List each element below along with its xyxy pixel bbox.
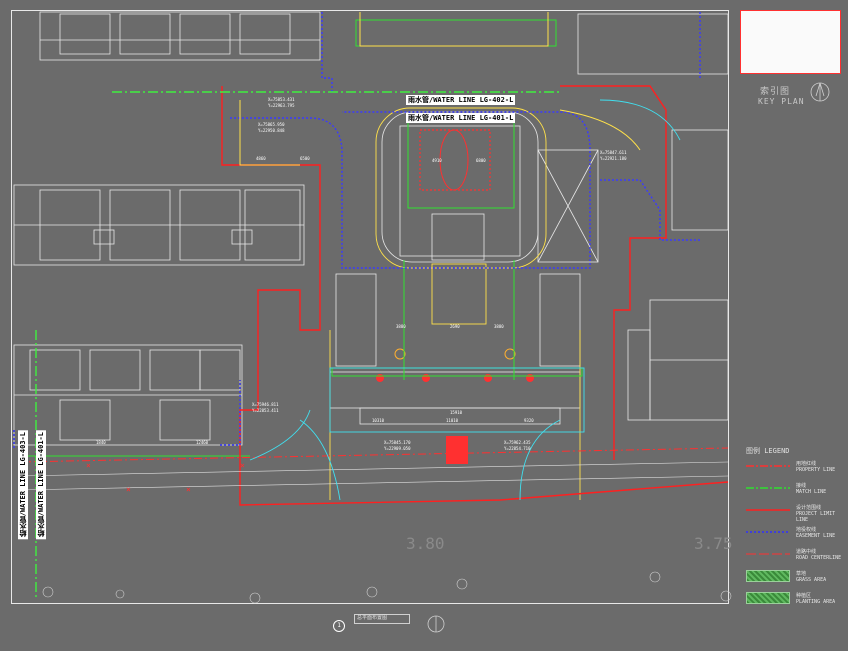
- elevation-watermark-2: 3.75: [694, 534, 733, 553]
- dimension-label: 12460: [196, 440, 209, 445]
- residential-blocks-bottom: [13, 344, 243, 446]
- dimension-label: 4860: [256, 156, 266, 161]
- residential-blocks-right: [577, 13, 729, 421]
- dimension-label: 2690: [450, 324, 460, 329]
- coordinate-label: X=75946.811: [252, 402, 279, 407]
- coordinate-label: Y=22909.050: [384, 446, 411, 451]
- residential-blocks-middle: [13, 184, 305, 266]
- road-curves: [249, 99, 681, 501]
- dimension-label: 1840: [96, 440, 106, 445]
- water-line-label-vertical-403: 給水管/WATER LINE LG-403-L: [18, 430, 28, 540]
- property-line: [221, 86, 729, 506]
- dimension-label: 6500: [300, 156, 310, 161]
- drawing-title: 总平面布置图: [357, 615, 388, 621]
- project-limit-line-right: [560, 85, 667, 460]
- legend-title: 图例 LEGEND: [746, 447, 790, 455]
- elevation-watermark-1: 3.80: [406, 534, 445, 553]
- coordinate-label: Y=22854.710: [504, 446, 531, 451]
- north-arrow-icon: [427, 82, 830, 633]
- water-line-label-402: 雨水管/WATER LINE LG-402-L: [406, 95, 516, 105]
- svg-text:×: ×: [186, 485, 191, 494]
- svg-text:×: ×: [240, 461, 245, 470]
- utility-pipes: [239, 12, 641, 166]
- dimension-label: 15910: [450, 410, 463, 415]
- drawing-title-box: 总平面布置图: [354, 614, 410, 624]
- key-plan-label-en: KEY PLAN: [758, 97, 805, 106]
- coordinate-label: Y=22853.411: [252, 408, 279, 413]
- key-plan-label-cn: 索引图: [760, 87, 791, 97]
- coordinate-label: X=75853.431: [268, 97, 295, 102]
- coordinate-label: X=75847.611: [600, 150, 627, 155]
- water-line-label-vertical-401: 給水管/WATER LINE LG-401-L: [36, 430, 46, 540]
- drawing-frame: [11, 10, 729, 604]
- dimension-label: 11010: [446, 418, 459, 423]
- road-centerline: [17, 447, 729, 463]
- dimension-label: 10310: [372, 418, 385, 423]
- dimension-label: 3880: [396, 324, 406, 329]
- dimension-label: 3880: [494, 324, 504, 329]
- water-line-label-401: 雨水管/WATER LINE LG-401-L: [406, 113, 516, 123]
- coordinate-label: X=75865.950: [258, 122, 285, 127]
- coordinate-label: Y=22921.180: [600, 156, 627, 161]
- coordinate-label: X=75845.170: [384, 440, 411, 445]
- dimension-label: 6800: [476, 158, 486, 163]
- svg-text:×: ×: [86, 461, 91, 470]
- dimension-label: 4910: [432, 158, 442, 163]
- dimension-label: 9320: [524, 418, 534, 423]
- trees: [42, 571, 732, 604]
- svg-text:×: ×: [126, 485, 131, 494]
- drawing-number: 1: [333, 620, 345, 632]
- central-plaza: [329, 111, 599, 425]
- easement-line: [13, 12, 701, 450]
- coordinate-label: Y=22963.795: [268, 103, 295, 108]
- key-plan-box: [740, 10, 841, 74]
- residential-blocks-top: [39, 11, 321, 61]
- coordinate-label: X=75962.435: [504, 440, 531, 445]
- coordinate-label: Y=22950.848: [258, 128, 285, 133]
